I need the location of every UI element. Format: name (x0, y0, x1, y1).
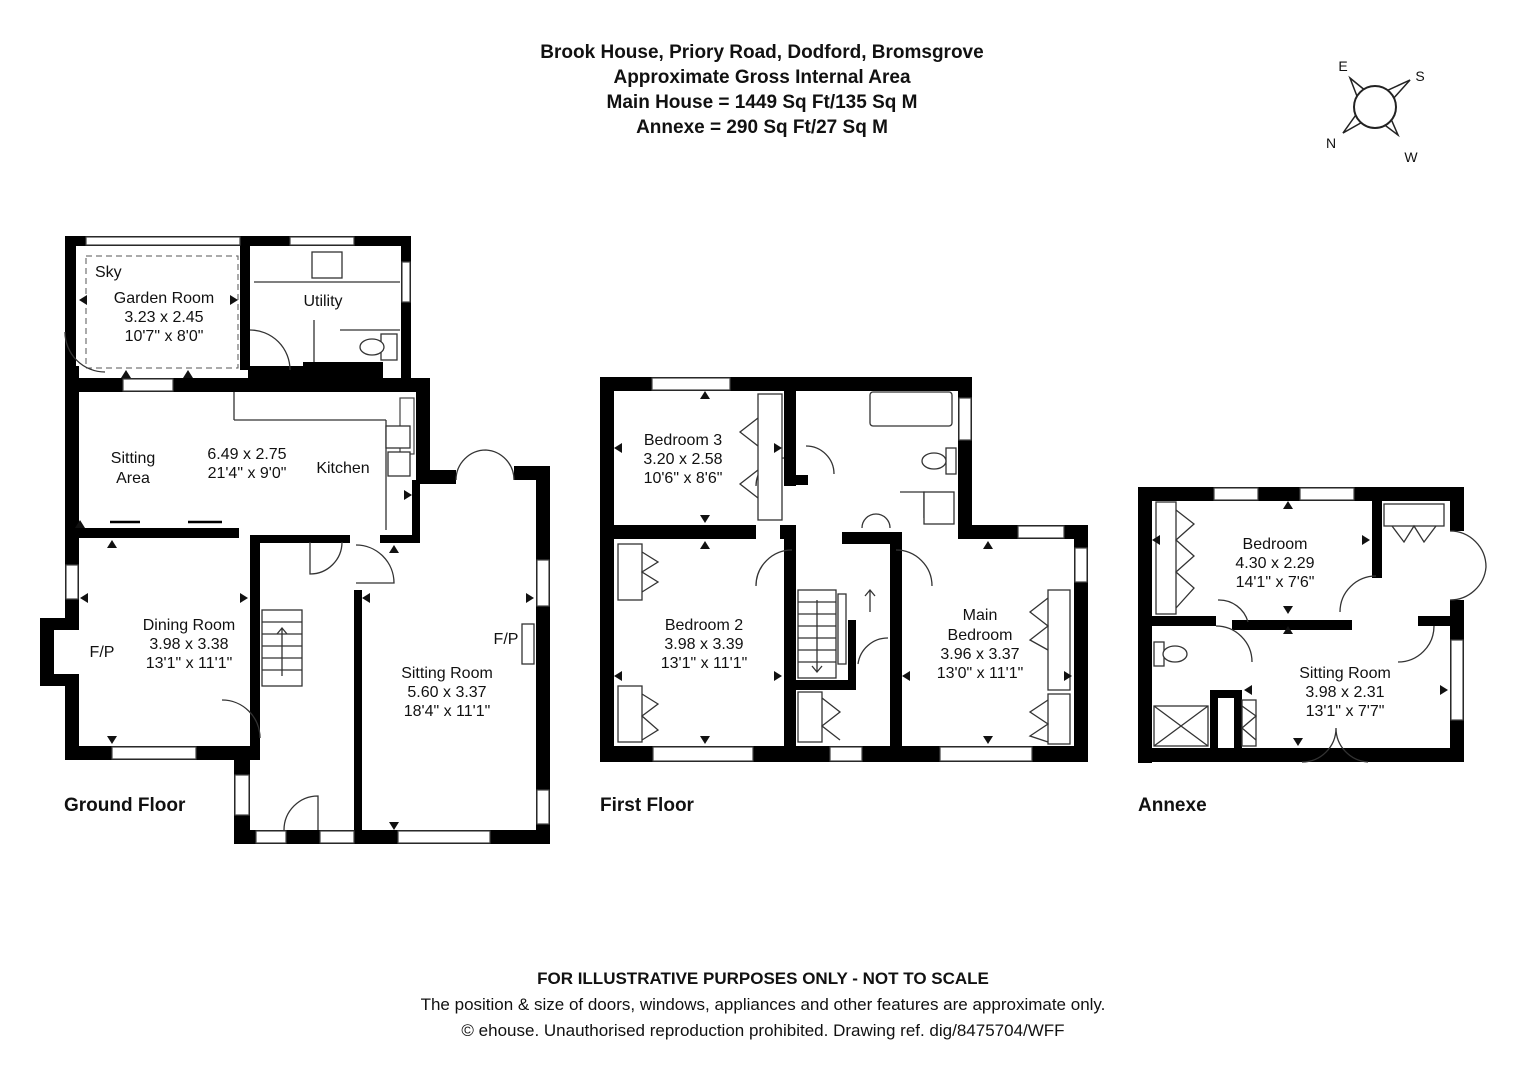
sitting-room-imperial: 18'4" x 11'1" (404, 703, 491, 720)
main-bedroom-metric: 3.96 x 3.37 (940, 646, 1019, 663)
garden-room-name: Garden Room (114, 290, 215, 307)
sitting-room-metric: 5.60 x 3.37 (407, 684, 486, 701)
dining-room-imperial: 13'1" x 11'1" (146, 655, 233, 672)
annexe-bedroom-metric: 4.30 x 2.29 (1235, 555, 1314, 572)
room-labels: Sky Garden Room 3.23 x 2.45 10'7" x 8'0"… (90, 264, 1391, 720)
annexe-area: Annexe = 290 Sq Ft/27 Sq M (636, 117, 888, 138)
annexe-sitting-metric: 3.98 x 2.31 (1305, 684, 1384, 701)
main-house-area: Main House = 1449 Sq Ft/135 Sq M (607, 92, 918, 113)
footer: FOR ILLUSTRATIVE PURPOSES ONLY - NOT TO … (421, 969, 1106, 1040)
annexe-sitting-imperial: 13'1" x 7'7" (1306, 703, 1385, 720)
bedroom-3-metric: 3.20 x 2.58 (643, 451, 722, 468)
header: Brook House, Priory Road, Dodford, Broms… (540, 42, 983, 138)
dining-room-metric: 3.98 x 3.38 (149, 636, 228, 653)
garden-room-metric: 3.23 x 2.45 (124, 309, 203, 326)
bedroom-3-imperial: 10'6" x 8'6" (644, 470, 723, 487)
annexe-sitting-name: Sitting Room (1299, 665, 1391, 682)
annexe-plan (1138, 487, 1487, 763)
utility-name: Utility (303, 293, 342, 310)
main-bedroom-name-2: Bedroom (948, 627, 1013, 644)
disclaimer-note: The position & size of doors, windows, a… (421, 995, 1106, 1014)
area-heading: Approximate Gross Internal Area (613, 67, 910, 88)
sitting-area-name-1: Sitting (111, 450, 155, 467)
kitchen-name: Kitchen (316, 460, 369, 477)
garden-room-imperial: 10'7" x 8'0" (125, 328, 204, 345)
bedroom-2-imperial: 13'1" x 11'1" (661, 655, 748, 672)
annexe-bedroom-imperial: 14'1" x 7'6" (1236, 574, 1315, 591)
bedroom-2-metric: 3.98 x 3.39 (664, 636, 743, 653)
main-bedroom-name-1: Main (963, 607, 998, 624)
sitting-area-name-2: Area (116, 470, 150, 487)
annexe-label: Annexe (1138, 795, 1207, 816)
first-floor-plan (600, 377, 1088, 762)
dining-fireplace-label: F/P (90, 644, 115, 661)
sitting-room-name: Sitting Room (401, 665, 493, 682)
compass-east-label: E (1338, 58, 1347, 74)
compass-south-label: S (1415, 68, 1424, 84)
ground-floor-label: Ground Floor (64, 795, 186, 816)
disclaimer-heading: FOR ILLUSTRATIVE PURPOSES ONLY - NOT TO … (537, 969, 989, 988)
kitchen-metric: 6.49 x 2.75 (207, 446, 286, 463)
compass-north-label: N (1326, 135, 1336, 151)
skylight-label: Sky (95, 264, 122, 281)
annexe-bedroom-name: Bedroom (1243, 536, 1308, 553)
ground-floor-plan (40, 236, 550, 844)
sitting-fireplace-label: F/P (494, 631, 519, 648)
kitchen-imperial: 21'4" x 9'0" (208, 465, 287, 482)
copyright-notice: © ehouse. Unauthorised reproduction proh… (461, 1021, 1064, 1040)
compass-west-label: W (1404, 149, 1418, 165)
compass-icon: E S N W (1326, 58, 1425, 165)
main-bedroom-imperial: 13'0" x 11'1" (937, 665, 1024, 682)
property-address: Brook House, Priory Road, Dodford, Broms… (540, 42, 983, 63)
bedroom-2-name: Bedroom 2 (665, 617, 743, 634)
bedroom-3-name: Bedroom 3 (644, 432, 722, 449)
dining-room-name: Dining Room (143, 617, 235, 634)
first-floor-label: First Floor (600, 795, 695, 816)
